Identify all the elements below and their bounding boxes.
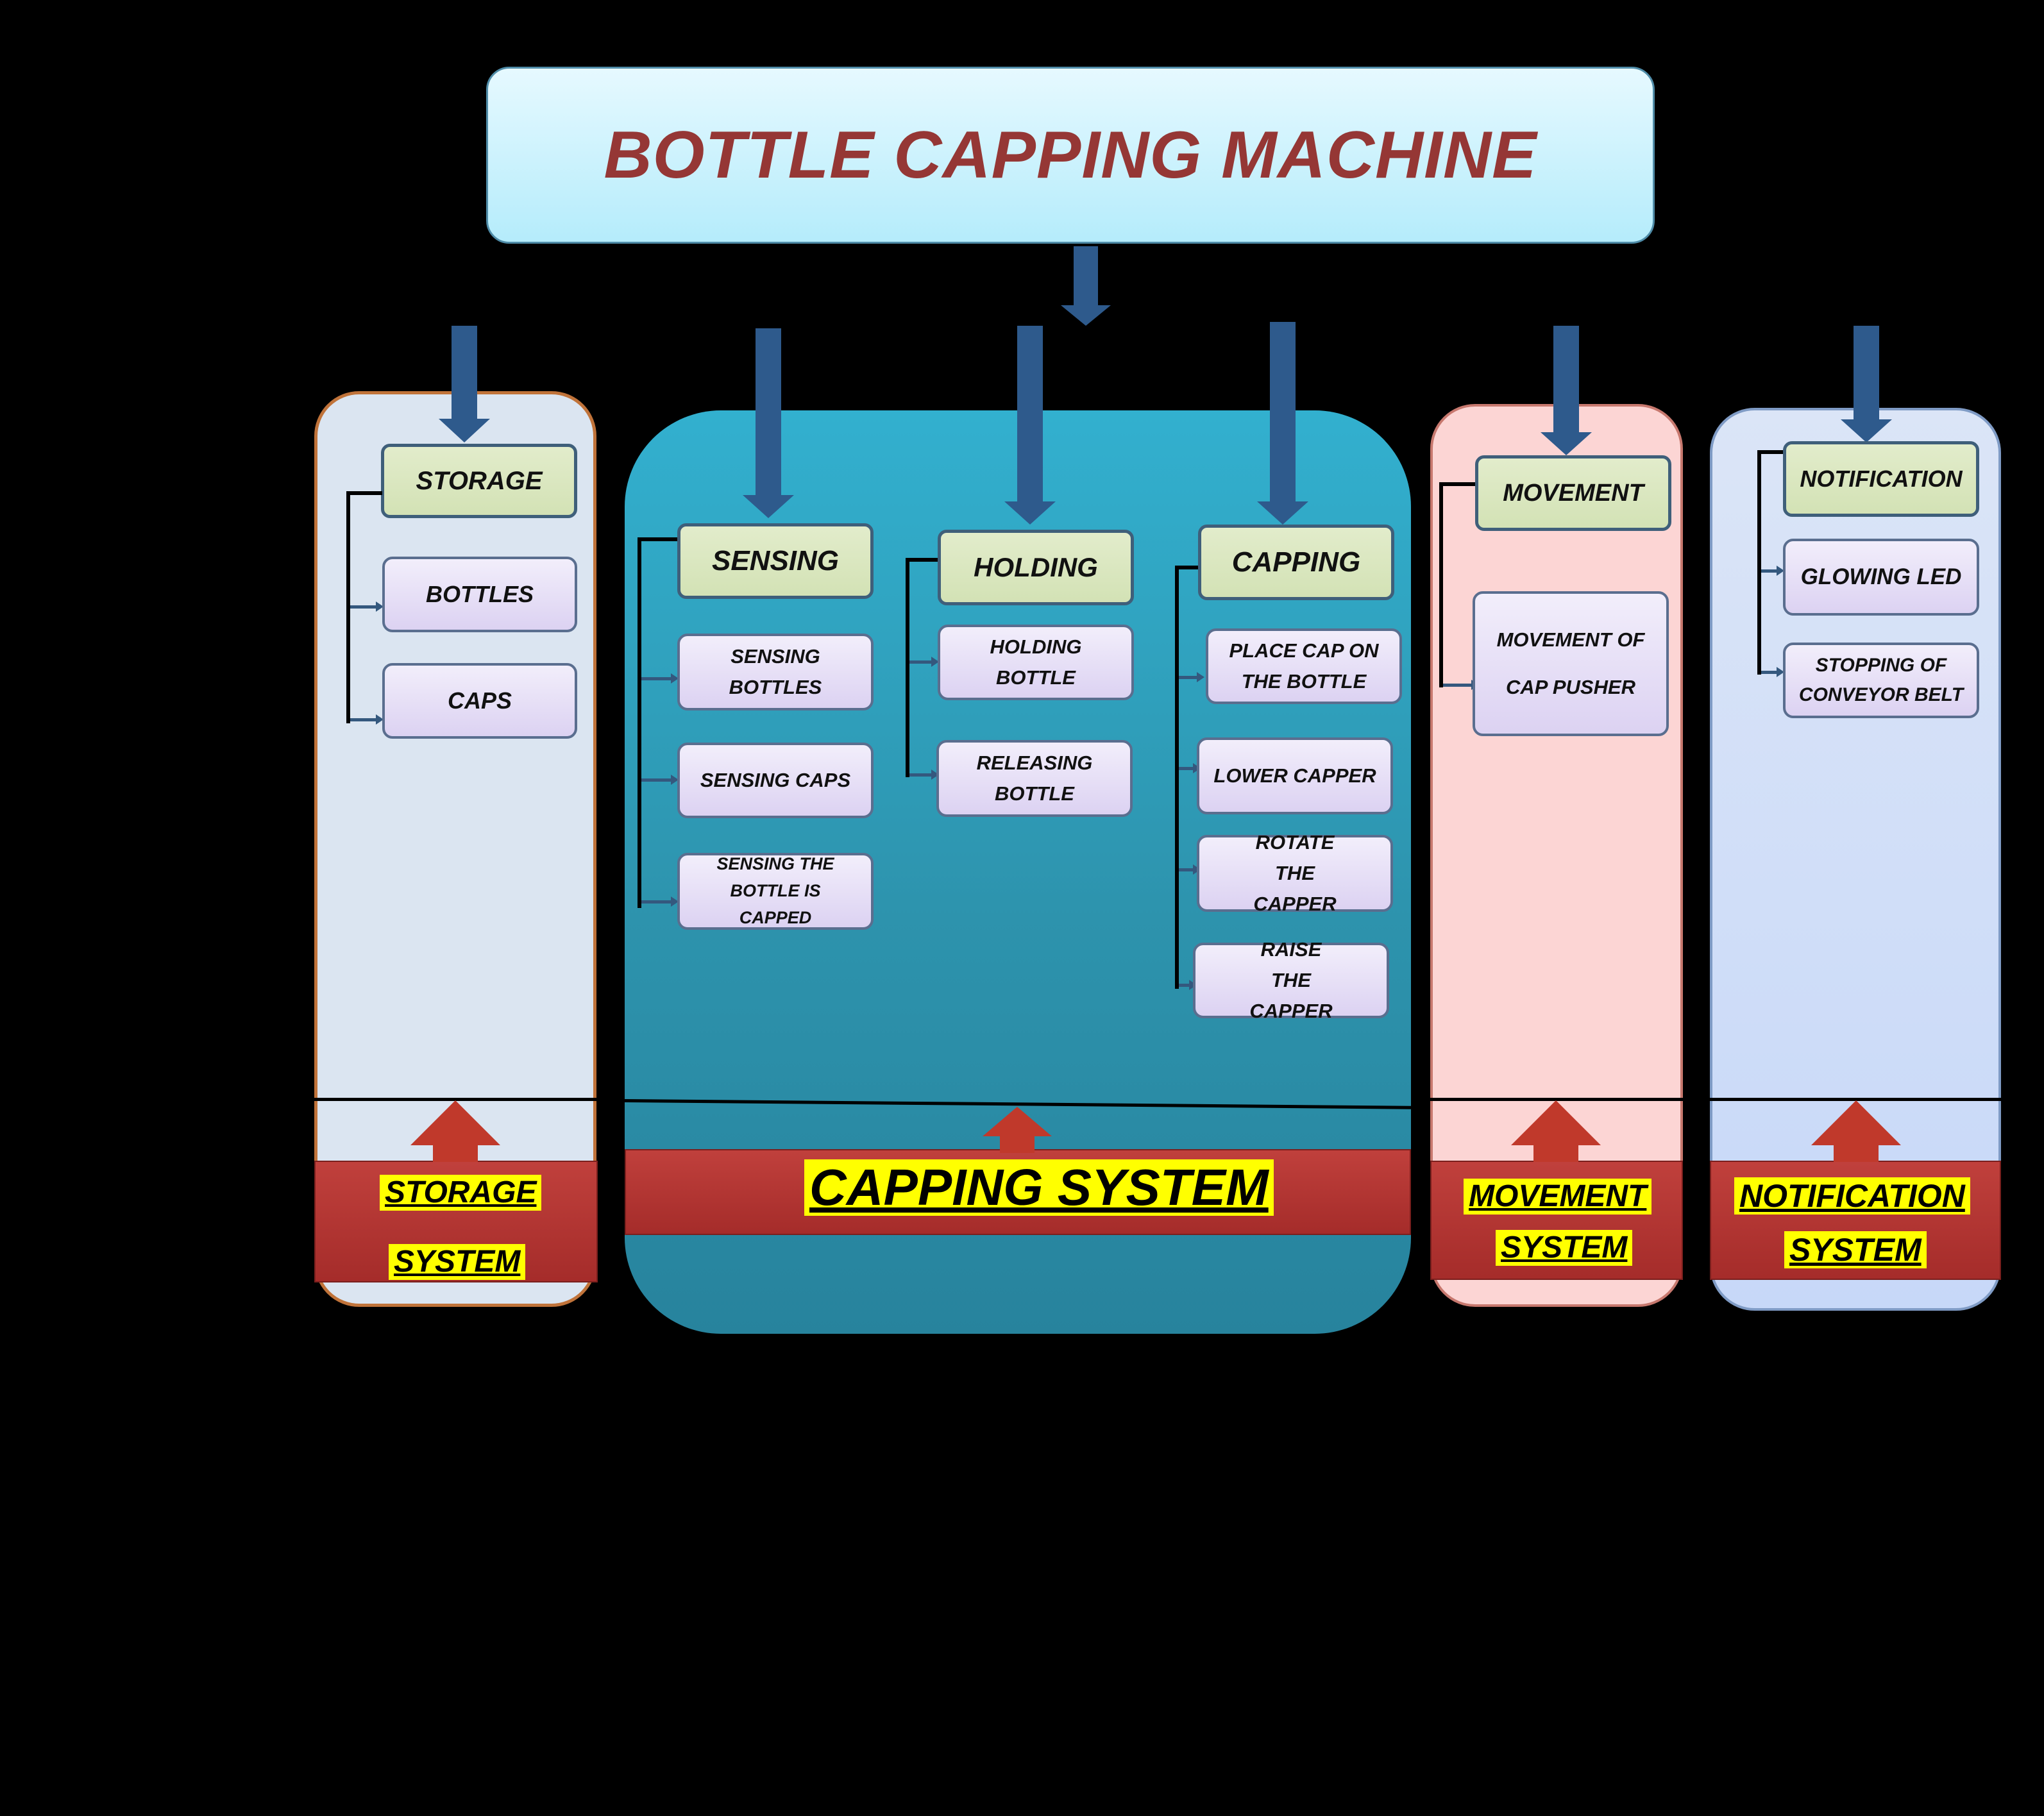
- sensing-bracket-vertical: [638, 537, 641, 908]
- capping-item-place-cap: PLACE CAP ON THE BOTTLE: [1206, 628, 1402, 704]
- title-down-arrow: [1061, 246, 1111, 326]
- movement-down-arrow: [1541, 326, 1592, 455]
- movement-up-arrow: [1511, 1100, 1601, 1162]
- storage-connector-caps: [350, 714, 384, 725]
- movement-bracket-top: [1439, 482, 1475, 486]
- capping-bracket-top: [1175, 566, 1198, 569]
- notification-up-arrow: [1811, 1100, 1901, 1162]
- capping-connector-1: [1179, 672, 1204, 682]
- sensing-connector-3: [641, 896, 679, 907]
- storage-system-label-line2: SYSTEM: [389, 1244, 526, 1280]
- notification-connector-1: [1761, 566, 1784, 576]
- storage-divider: [314, 1098, 598, 1101]
- storage-bracket-vertical: [346, 491, 350, 723]
- notification-bracket-top: [1757, 450, 1783, 454]
- notification-divider: [1710, 1098, 2001, 1101]
- movement-system-label-line1: MOVEMENT: [1464, 1179, 1652, 1215]
- capping-item-lower-capper: LOWER CAPPER: [1197, 737, 1393, 814]
- holding-connector-2: [909, 769, 939, 780]
- sensing-connector-2: [641, 775, 679, 785]
- holding-connector-1: [909, 657, 939, 667]
- notification-bracket-vertical: [1757, 450, 1761, 675]
- holding-down-arrow: [1004, 326, 1056, 525]
- storage-connector-bottles: [350, 601, 384, 612]
- sensing-item-caps: SENSING CAPS: [677, 743, 874, 818]
- movement-header: MOVEMENT: [1475, 455, 1671, 531]
- holding-bracket-top: [906, 558, 938, 562]
- storage-header: STORAGE: [381, 444, 577, 518]
- notification-down-arrow: [1841, 326, 1892, 442]
- capping-item-raise-capper: RAISE THE CAPPER: [1193, 938, 1389, 1022]
- notification-header: NOTIFICATION: [1783, 441, 1979, 517]
- notification-system-label-line1: NOTIFICATION: [1734, 1177, 1970, 1215]
- sensing-connector-1: [641, 673, 679, 684]
- capping-up-arrow: [983, 1107, 1052, 1153]
- movement-bracket-vertical: [1439, 482, 1443, 687]
- capping-connector-2: [1179, 763, 1201, 773]
- title-box: BOTTLE CAPPING MACHINE: [486, 67, 1655, 244]
- capping-connector-3: [1179, 864, 1201, 875]
- notification-connector-2: [1761, 667, 1784, 677]
- sensing-item-bottles: SENSING BOTTLES: [677, 634, 874, 710]
- movement-connector-1: [1443, 680, 1479, 690]
- capping-item-rotate-capper: ROTATE THE CAPPER: [1197, 831, 1393, 915]
- holding-bracket-vertical: [906, 558, 909, 777]
- notification-item-stopping-conveyor: STOPPING OF CONVEYOR BELT: [1783, 643, 1979, 718]
- movement-divider: [1430, 1098, 1683, 1101]
- storage-bracket-top: [346, 491, 382, 495]
- diagram-title: BOTTLE CAPPING MACHINE: [604, 117, 1537, 192]
- storage-item-bottles: BOTTLES: [382, 557, 577, 632]
- capping-connector-4: [1179, 980, 1197, 990]
- notification-item-glowing-led: GLOWING LED: [1783, 539, 1979, 616]
- holding-header: HOLDING: [938, 530, 1134, 605]
- movement-item-cap-pusher: MOVEMENT OF CAP PUSHER: [1473, 591, 1669, 736]
- notification-system-label-line2: SYSTEM: [1784, 1231, 1927, 1268]
- storage-item-caps: CAPS: [382, 663, 577, 739]
- sensing-down-arrow: [743, 328, 794, 518]
- holding-item-holding-bottle: HOLDING BOTTLE: [938, 625, 1134, 700]
- capping-bracket-vertical: [1175, 566, 1179, 989]
- sensing-item-capped: SENSING THE BOTTLE IS CAPPED: [677, 853, 874, 930]
- holding-item-releasing-bottle: RELEASING BOTTLE: [936, 740, 1133, 817]
- storage-system-label-line1: STORAGE: [380, 1175, 542, 1211]
- capping-system-label: CAPPING SYSTEM: [804, 1159, 1274, 1216]
- capping-header: CAPPING: [1198, 525, 1394, 600]
- sensing-bracket-top: [638, 537, 677, 541]
- storage-up-arrow: [410, 1100, 500, 1162]
- storage-down-arrow: [439, 326, 490, 442]
- capping-down-arrow: [1257, 322, 1308, 525]
- movement-system-label-line2: SYSTEM: [1496, 1230, 1633, 1266]
- sensing-header: SENSING: [677, 523, 874, 599]
